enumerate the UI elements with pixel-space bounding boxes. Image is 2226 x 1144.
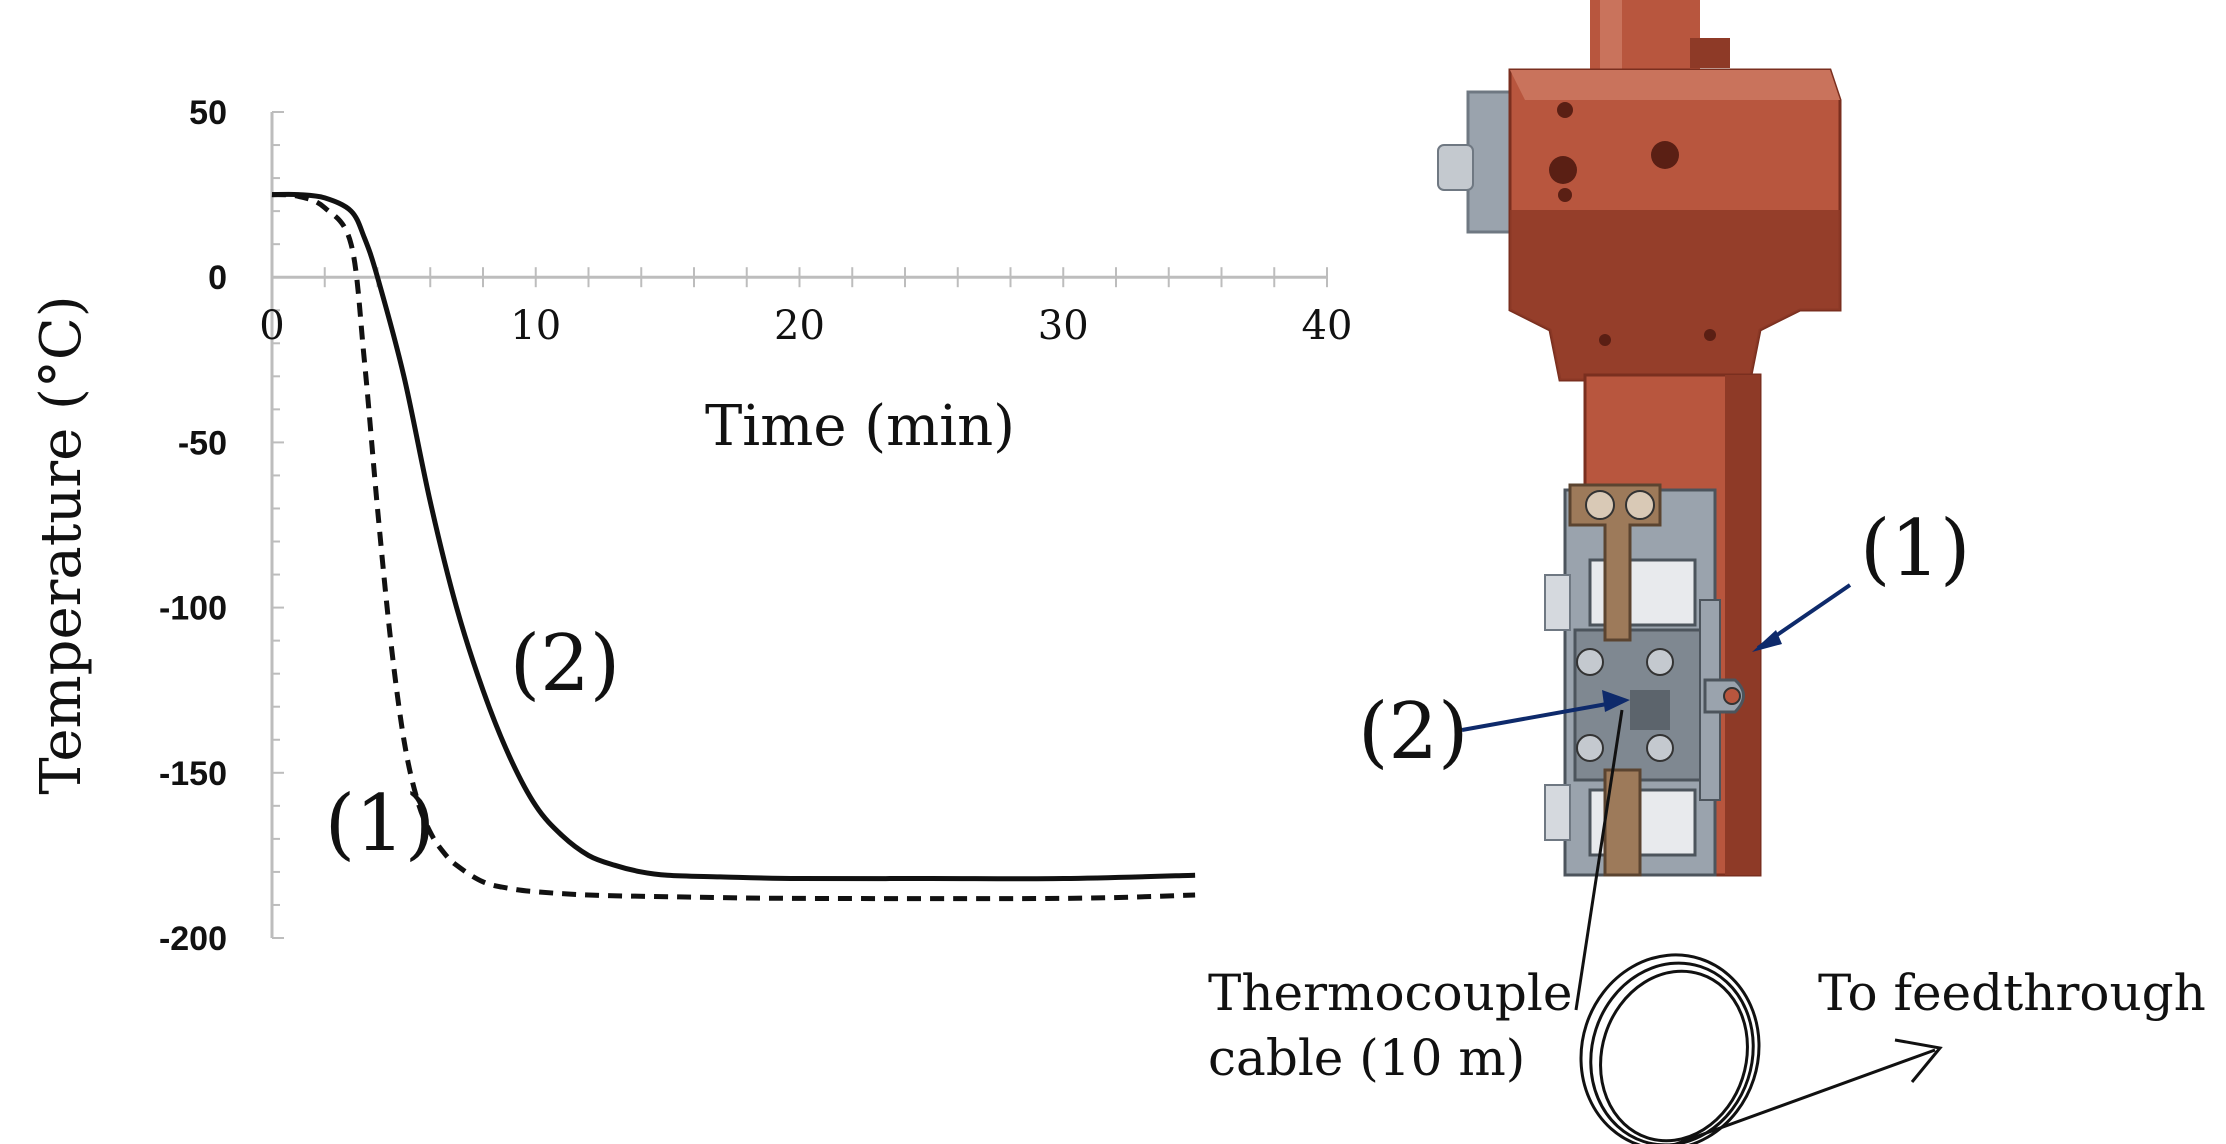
x-tick-labels: 0 10 20 30 40 (259, 303, 1352, 349)
y-tick-label: -200 (159, 920, 227, 958)
x-tick-label: 30 (1038, 303, 1089, 349)
cable-label-line1: Thermocouple (1208, 964, 1572, 1022)
callout-2-label: (2) (1358, 687, 1469, 777)
series-line-1 (271, 192, 1196, 902)
y-tick-label: -100 (159, 590, 227, 628)
y-axis-title: Temperature (°C) (29, 295, 94, 794)
series-label-2: (2) (510, 619, 621, 709)
cable-coil (1579, 953, 1761, 1144)
series-lines (271, 191, 1196, 902)
y-tick-label: 50 (189, 94, 227, 132)
x-tick-label: 40 (1302, 303, 1353, 349)
x-tick-label: 0 (259, 303, 284, 349)
callout-1-label: (1) (1860, 504, 1971, 594)
side-knob (1437, 144, 1474, 191)
feedthrough-label: To feedthrough (1818, 964, 2206, 1022)
x-axis-title: Time (min) (705, 394, 1015, 459)
series-line-2 (271, 191, 1196, 882)
y-axis-ticks (272, 111, 284, 939)
feedthrough-arrow (1671, 1048, 1936, 1144)
cable-label-line2: cable (10 m) (1208, 1029, 1525, 1087)
thermocouple-cable-lead (1574, 709, 1624, 1011)
y-tick-label: 0 (208, 259, 227, 297)
x-tick-label: 20 (774, 303, 825, 349)
series-label-1: (1) (325, 779, 436, 869)
y-tick-labels: 50 0 -50 -100 -150 -200 (159, 94, 227, 958)
x-tick-label: 10 (510, 303, 561, 349)
brass-clamp-top (1568, 483, 1662, 642)
y-tick-label: -50 (178, 424, 227, 462)
y-tick-label: -150 (159, 755, 227, 793)
apparatus-illustration: (1) (2) Thermocouple cable (10 m) To fee… (1208, 0, 2206, 1144)
callout-2-arrow (1461, 700, 1619, 732)
